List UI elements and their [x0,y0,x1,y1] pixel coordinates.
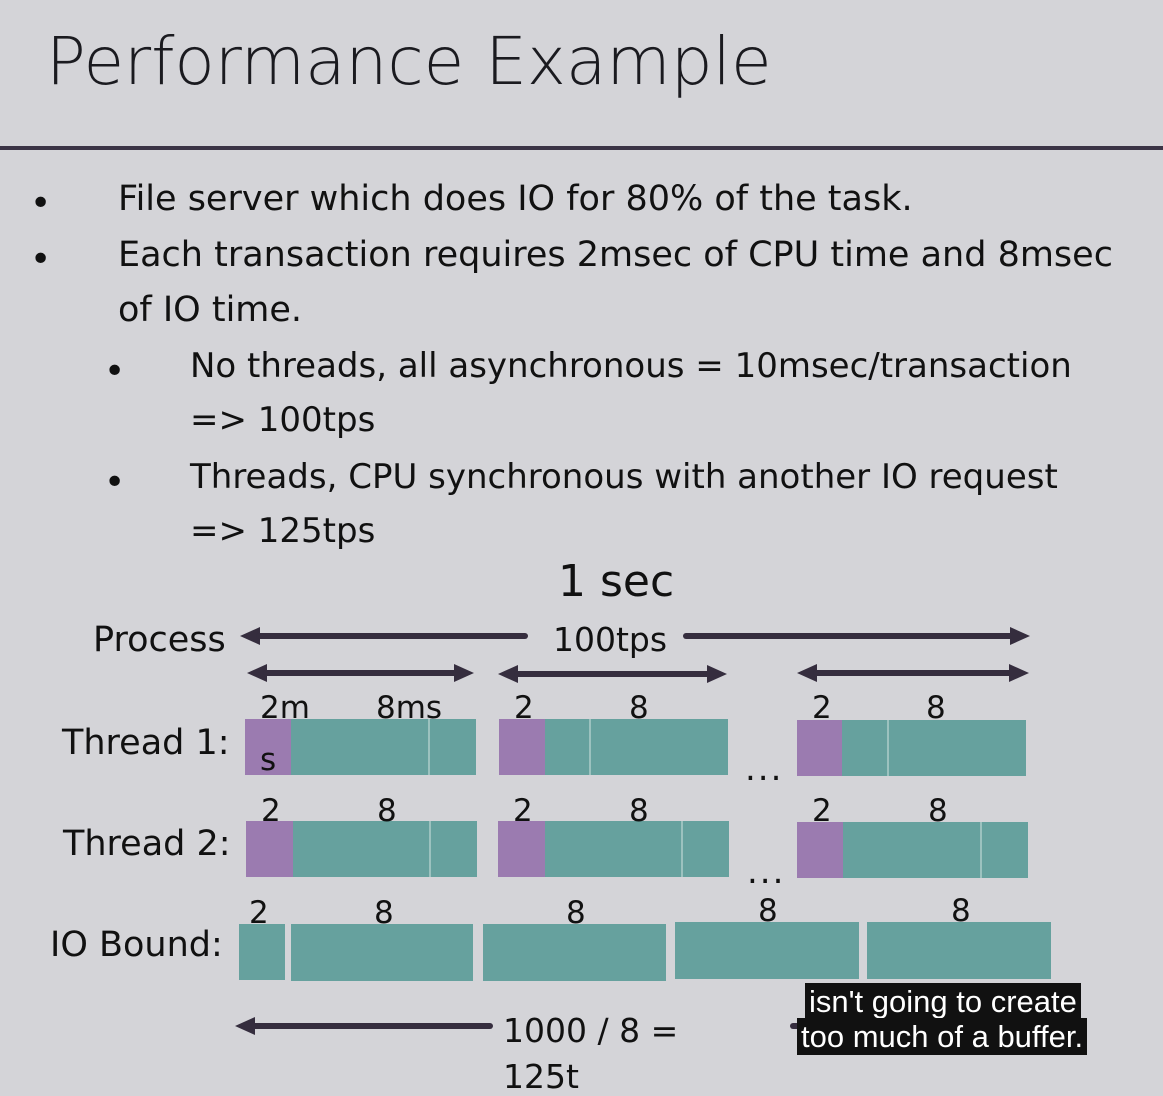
block-divider [429,821,431,877]
arrow-head-left [240,627,260,645]
formula-arrow-left [251,1023,493,1029]
formula-text: 1000 / 8 = [503,1011,679,1050]
thread-2-cpu-block [246,821,293,877]
process-rate: 100tps [553,620,668,659]
sub-bullet-2-continuation: => 125tps [190,511,376,551]
thread-2-io-value: 8 [928,793,948,829]
process-arrow-left [256,633,528,639]
thread-2-io-block [545,821,729,877]
span-arrow-head-left [247,664,267,682]
process-arrow-right [683,633,1013,639]
bullet-2-continuation: of IO time. [118,290,303,330]
span-arrow-head-left [498,665,518,683]
slide-title: Performance Example [46,23,772,100]
thread-2-cpu-block [797,822,843,878]
thread-2-io-value: 8 [629,793,649,829]
thread-1-cpu-value: 2 [812,690,832,726]
io-bound-io-value: 8 [566,895,586,931]
span-arrow-head-right [1009,664,1029,682]
span-arrow-2 [514,671,710,677]
span-arrow-1 [263,670,457,676]
thread-1-ellipsis: ... [745,749,784,789]
thread-2-io-block [843,822,1028,878]
bullet-dot: • [30,239,52,280]
thread-2-io-value: 8 [377,793,397,829]
block-divider [428,719,430,775]
thread-1-io-block [291,719,476,775]
formula-arrow-head-left [235,1017,255,1035]
io-bound-cpu-block [239,924,285,980]
block-divider [681,821,683,877]
video-caption-line-1: isn't going to create [805,983,1081,1021]
arrow-head-right [1010,627,1030,645]
span-arrow-3 [813,670,1012,676]
thread-1-cpu-block [499,719,545,775]
io-bound-io-block [291,924,473,981]
io-bound-io-block [867,922,1051,979]
sub-bullet-1-continuation: => 100tps [190,400,376,440]
span-arrow-head-right [454,664,474,682]
thread-2-label: Thread 2: [63,824,231,864]
io-bound-io-value: 8 [374,895,394,931]
thread-2-cpu-block [498,821,545,877]
thread-2-cpu-value: 2 [513,793,533,829]
thread-1-cpu-value: 2m [260,690,310,726]
time-label: 1 sec [558,556,675,607]
thread-1-io-value: 8 [629,690,649,726]
thread-1-io-block [545,719,728,775]
sub-bullet-2-text: Threads, CPU synchronous with another IO… [190,457,1058,497]
sub-bullet-1-text: No threads, all asynchronous = 10msec/tr… [190,346,1072,386]
thread-1-label: Thread 1: [62,723,230,763]
io-bound-io-block [675,922,859,979]
thread-1-io-value: 8ms [376,690,443,726]
io-bound-label: IO Bound: [50,925,223,965]
thread-1-cpu-block [797,720,842,776]
span-arrow-head-left [797,664,817,682]
bullet-2-text: Each transaction requires 2msec of CPU t… [118,235,1113,275]
block-divider [887,720,889,776]
block-divider [589,719,591,775]
sub-bullet-dot: • [104,462,126,503]
thread-2-ellipsis: ... [747,852,786,892]
io-bound-io-value: 8 [758,893,778,929]
thread-1-cpu-block [245,719,291,775]
thread-2-io-block [293,821,477,877]
video-caption-line-2: too much of a buffer. [797,1018,1088,1056]
block-divider [980,822,982,878]
title-divider [0,146,1163,150]
formula-result-cut: 125t [503,1057,579,1096]
process-label: Process [93,620,226,660]
thread-1-io-block [842,720,1026,776]
thread-2-cpu-value: 2 [812,793,832,829]
sub-bullet-dot: • [104,351,126,392]
span-arrow-head-right [707,665,727,683]
io-bound-cpu-value: 2 [249,895,269,931]
bullet-dot: • [30,183,52,224]
bullet-1-text: File server which does IO for 80% of the… [118,179,913,219]
io-bound-io-block [483,924,666,981]
thread-1-cpu-value: 2 [514,690,534,726]
io-bound-io-value: 8 [951,893,971,929]
thread-2-cpu-value: 2 [261,793,281,829]
thread-1-cpu-value-wrap: s [260,742,277,778]
thread-1-io-value: 8 [926,690,946,726]
